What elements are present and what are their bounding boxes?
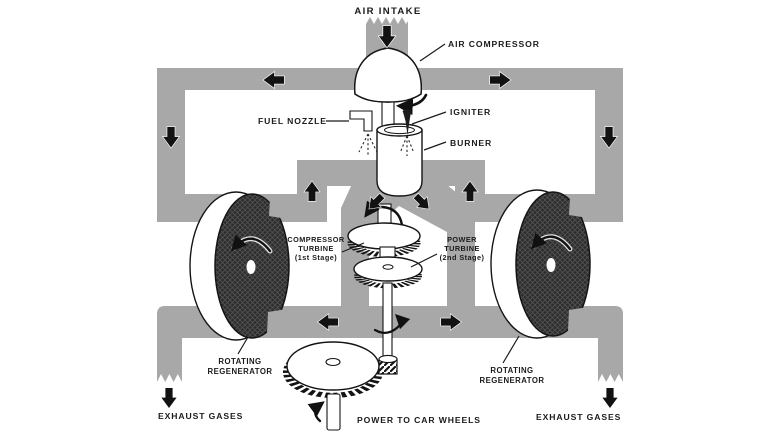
power-turbine-leader xyxy=(410,253,438,268)
regenerator-duct-notch-top xyxy=(269,198,288,219)
svg-text:REGENERATOR: REGENERATOR xyxy=(208,367,273,376)
igniter-leader xyxy=(411,111,447,125)
compressor-turbine-label: COMPRESSOR TURBINE (1st Stage) xyxy=(287,235,344,262)
burner-label: BURNER xyxy=(450,138,492,148)
output-shaft xyxy=(326,393,341,431)
igniter-label: IGNITER xyxy=(450,107,491,117)
right-regenerator-leader xyxy=(502,335,520,364)
power-turbine-hub xyxy=(382,264,394,270)
compressor-rotation-arrow-icon xyxy=(395,93,428,116)
drive-gear-top xyxy=(378,354,398,364)
air-intake-label: AIR INTAKE xyxy=(354,6,421,17)
turbine-rotation-arrow-icon xyxy=(364,200,404,227)
rotating-regenerator-right-label: ROTATING REGENERATOR xyxy=(480,366,545,385)
left-regenerator-leader xyxy=(237,336,249,355)
svg-text:TURBINE: TURBINE xyxy=(298,244,334,253)
power-to-car-wheels-label: POWER TO CAR WHEELS xyxy=(357,415,481,425)
igniter-spray xyxy=(399,135,415,156)
leader-lines xyxy=(237,43,520,364)
power-output xyxy=(283,282,411,431)
svg-text:(2nd Stage): (2nd Stage) xyxy=(440,253,485,262)
rotation-arrow-icon xyxy=(230,234,272,253)
regenerator-duct-notch-bottom xyxy=(568,307,589,331)
svg-text:COMPRESSOR: COMPRESSOR xyxy=(287,235,344,244)
rotating-regenerator-left xyxy=(189,191,290,341)
left-exhaust-leg xyxy=(157,330,182,382)
right-exhaust-arrow-icon xyxy=(601,387,619,409)
air-compressor-label: AIR COMPRESSOR xyxy=(448,39,540,49)
power-turbine-label: POWER TURBINE (2nd Stage) xyxy=(440,235,485,262)
regenerator-duct-notch-top xyxy=(569,197,589,218)
right-exhaust-leg xyxy=(598,330,623,382)
igniter-cap xyxy=(402,109,412,114)
burner-top xyxy=(376,123,423,137)
svg-text:POWER: POWER xyxy=(447,235,477,244)
igniter-plug xyxy=(403,112,411,135)
regenerator-duct-notch-bottom xyxy=(267,309,288,333)
regenerator-hub xyxy=(546,258,556,272)
burner-body xyxy=(376,129,423,197)
exhaust-gases-left-label: EXHAUST GASES xyxy=(158,411,243,421)
compressor-turbine-leader xyxy=(341,242,365,253)
output-shaft-rotation-arrow-icon xyxy=(307,401,325,423)
power-shaft xyxy=(382,282,393,362)
air-compressor-component xyxy=(354,47,422,103)
left-exhaust-arrow-icon xyxy=(160,387,178,409)
rotating-regenerator-right xyxy=(490,189,591,339)
regenerator-hub xyxy=(246,260,256,274)
rotating-regenerator-left-label: ROTATING REGENERATOR xyxy=(208,357,273,376)
svg-text:REGENERATOR: REGENERATOR xyxy=(480,376,545,385)
svg-text:ROTATING: ROTATING xyxy=(490,366,533,375)
svg-text:(1st Stage): (1st Stage) xyxy=(295,253,337,262)
fuel-nozzle-pipe xyxy=(349,110,373,132)
output-disc-hub xyxy=(325,357,341,367)
compressor-dome-outline xyxy=(354,47,422,103)
exhaust-gases-right-label: EXHAUST GASES xyxy=(536,412,621,422)
air-compressor-leader xyxy=(419,43,446,62)
power-shaft-rotation-arrow-icon xyxy=(373,313,411,334)
burner-assembly xyxy=(349,93,428,197)
turbine-stack xyxy=(347,200,423,289)
fuel-spray xyxy=(358,133,378,155)
rotation-arrow-icon xyxy=(530,232,572,251)
fuel-nozzle-label: FUEL NOZZLE xyxy=(258,116,327,126)
labels: AIR INTAKE AIR COMPRESSOR FUEL NOZZLE IG… xyxy=(158,6,621,425)
svg-text:TURBINE: TURBINE xyxy=(444,244,480,253)
burner-top-lip xyxy=(384,125,415,135)
svg-text:ROTATING: ROTATING xyxy=(218,357,261,366)
burner-leader xyxy=(423,141,447,151)
